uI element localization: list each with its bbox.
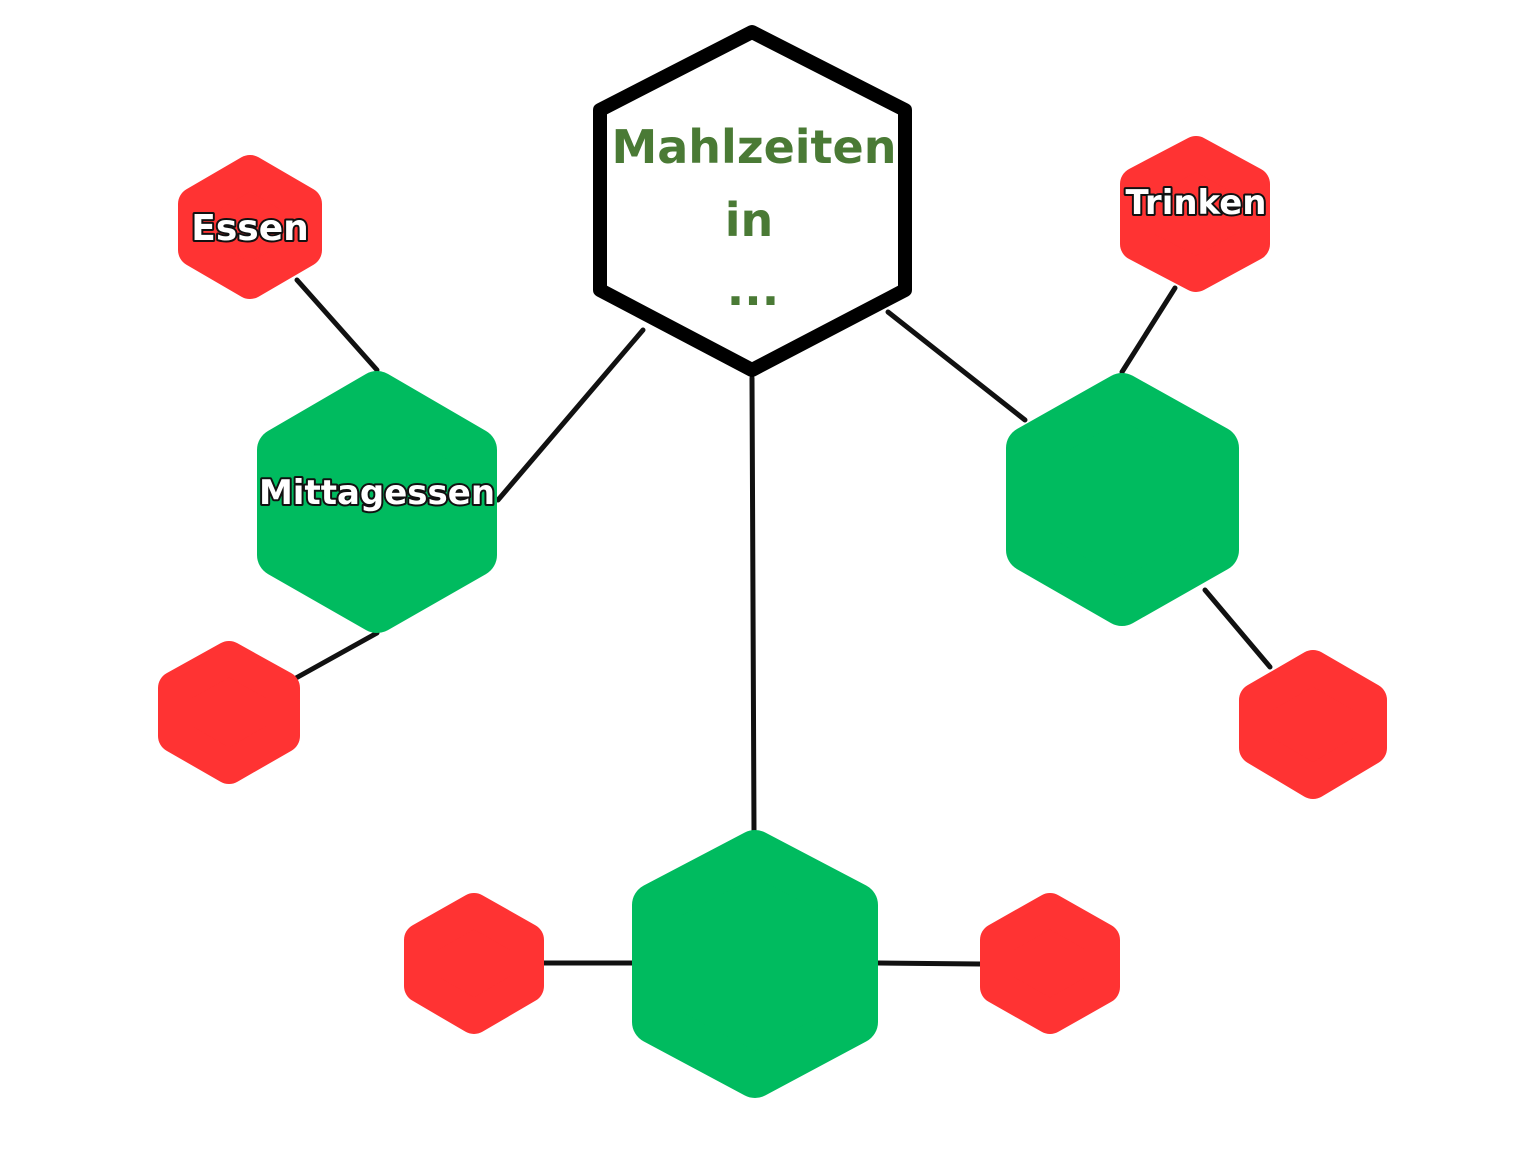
left-top-secondary-hexagon bbox=[178, 155, 322, 299]
center-title-line2: in bbox=[725, 193, 774, 247]
left-primary-hexagon bbox=[257, 371, 497, 633]
connector-center-bottom bbox=[749, 375, 757, 833]
right-primary-hexagon bbox=[1006, 373, 1239, 626]
bottom-branch bbox=[404, 830, 1120, 1098]
right-branch: Trinken bbox=[1006, 136, 1387, 799]
bottom-left-secondary-hexagon bbox=[404, 893, 544, 1034]
left-branch: Mittagessen Essen bbox=[158, 155, 497, 784]
right-top-secondary-hexagon bbox=[1120, 136, 1270, 292]
left-bottom-secondary-hexagon bbox=[158, 641, 300, 784]
center-node: Mahlzeiten in ... bbox=[593, 25, 912, 377]
connector-right-trinken bbox=[1119, 285, 1178, 375]
connector-bottom-right bbox=[875, 960, 983, 967]
left-primary-label: Mittagessen bbox=[259, 473, 495, 513]
bottom-primary-hexagon bbox=[632, 830, 878, 1098]
connector-left-bottom bbox=[293, 630, 380, 681]
center-hexagon bbox=[593, 25, 912, 377]
right-bottom-secondary-hexagon bbox=[1239, 650, 1387, 799]
connector-center-left bbox=[495, 327, 646, 503]
bottom-right-secondary-hexagon bbox=[980, 893, 1120, 1034]
center-title-line3: ... bbox=[727, 262, 779, 316]
connector-right-bottom bbox=[1202, 587, 1273, 670]
connectors bbox=[293, 277, 1273, 967]
connector-center-right bbox=[885, 309, 1028, 423]
center-title-line1: Mahlzeiten bbox=[611, 120, 896, 174]
connector-left-essen bbox=[294, 277, 380, 373]
left-top-secondary-label: Essen bbox=[191, 208, 309, 249]
right-top-secondary-label: Trinken bbox=[1125, 183, 1266, 223]
